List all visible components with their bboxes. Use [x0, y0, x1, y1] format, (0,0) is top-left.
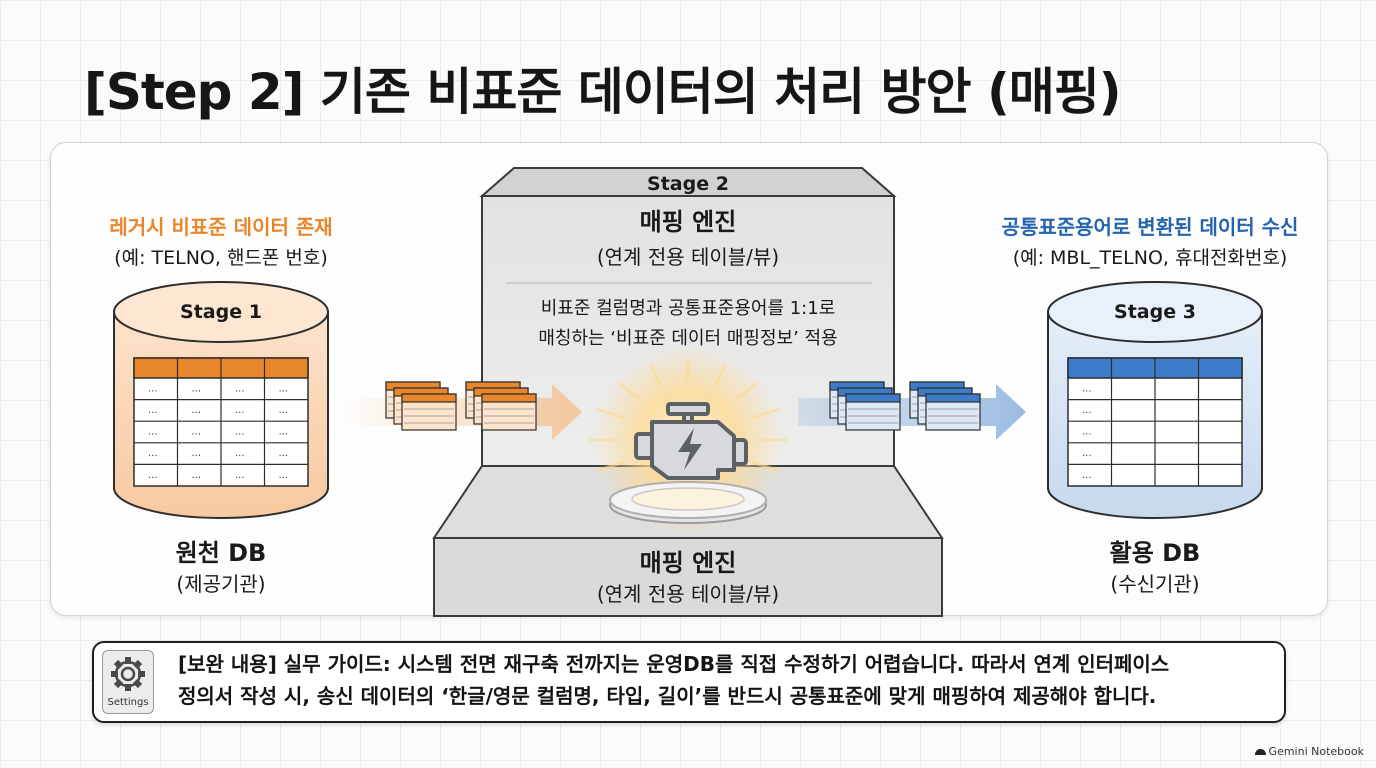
source-db-cell: ...	[235, 470, 245, 481]
standard-example: (예: MBL_TELNO, 휴대전화번호)	[1013, 247, 1288, 269]
source-db-cell: ...	[192, 470, 202, 481]
source-db-cell: ...	[192, 448, 202, 459]
outbound-data-arrow	[798, 381, 1026, 440]
settings-icon-label: Settings	[107, 697, 149, 708]
stage2-label: Stage 2	[647, 173, 729, 195]
legacy-heading: 레거시 비표준 데이터 존재	[109, 215, 332, 239]
target-db-cylinder: ...............	[1047, 281, 1263, 519]
target-db-name: 활용 DB	[1110, 539, 1201, 567]
source-db-cell: ...	[148, 405, 158, 416]
legacy-data-doc	[385, 381, 457, 431]
engine-base-title: 매핑 엔진	[640, 549, 737, 577]
source-db-cell: ...	[148, 448, 158, 459]
legacy-example: (예: TELNO, 핸드폰 번호)	[114, 247, 328, 269]
target-db-cell: ...	[1082, 427, 1092, 438]
engine-desc-line1: 비표준 컬럼명과 공통표준용어를 1:1로	[541, 298, 836, 319]
guide-note-line2: 정의서 작성 시, 송신 데이터의 ‘한글/영문 컬럼명, 타입, 길이’를 반…	[178, 684, 1157, 708]
source-db-cell: ...	[235, 427, 245, 438]
standard-data-doc	[829, 381, 901, 431]
engine-platform	[609, 481, 767, 524]
engine-desc-line2: 매칭하는 ‘비표준 데이터 매핑정보’ 적용	[538, 328, 837, 349]
engine-subtitle: (연계 전용 테이블/뷰)	[597, 245, 779, 269]
engine-title: 매핑 엔진	[640, 208, 737, 236]
target-db-cell: ...	[1082, 383, 1092, 394]
guide-note-text: [보완 내용] 실무 가이드: 시스템 전면 재구축 전까지는 운영DB를 직접…	[178, 648, 1268, 712]
source-db-cell: ...	[279, 448, 289, 459]
stage3-label: Stage 3	[1114, 301, 1196, 323]
source-db-cell: ...	[279, 383, 289, 394]
source-db-cell: ...	[279, 405, 289, 416]
settings-badge: Settings	[102, 650, 154, 714]
target-db-cell: ...	[1082, 448, 1092, 459]
guide-note-line1: [보완 내용] 실무 가이드: 시스템 전면 재구축 전까지는 운영DB를 직접…	[178, 652, 1170, 676]
guide-note-box	[92, 641, 1286, 723]
engine-icon	[634, 402, 748, 480]
standard-heading: 공통표준용어로 변환된 데이터 수신	[1002, 215, 1299, 239]
brand-label: Gemini Notebook	[1268, 745, 1364, 758]
source-db-cell: ...	[235, 383, 245, 394]
source-db-cylinder: ........................................…	[113, 281, 329, 519]
source-db-cell: ...	[235, 405, 245, 416]
source-db-cell: ...	[148, 470, 158, 481]
page-title: [Step 2] 기존 비표준 데이터의 처리 방안 (매핑)	[84, 63, 1122, 121]
gear-icon	[111, 657, 145, 691]
inbound-data-arrow	[345, 381, 582, 440]
footer-brand: Gemini Notebook	[1254, 745, 1364, 758]
source-db-name: 원천 DB	[176, 539, 267, 567]
standard-data-doc	[909, 381, 981, 431]
source-db-cell: ...	[148, 427, 158, 438]
target-db-cell: ...	[1082, 470, 1092, 481]
source-db-owner: (제공기관)	[176, 572, 265, 596]
source-db-cell: ...	[148, 383, 158, 394]
stage1-label: Stage 1	[180, 301, 262, 323]
legacy-data-doc	[465, 381, 537, 431]
target-db-owner: (수신기관)	[1110, 572, 1199, 596]
source-db-cell: ...	[279, 427, 289, 438]
engine-base-subtitle: (연계 전용 테이블/뷰)	[597, 582, 779, 606]
source-db-cell: ...	[235, 448, 245, 459]
source-db-cell: ...	[279, 470, 289, 481]
brand-icon	[1254, 749, 1266, 755]
source-db-cell: ...	[192, 427, 202, 438]
source-db-cell: ...	[192, 405, 202, 416]
source-db-cell: ...	[192, 383, 202, 394]
target-db-cell: ...	[1082, 405, 1092, 416]
